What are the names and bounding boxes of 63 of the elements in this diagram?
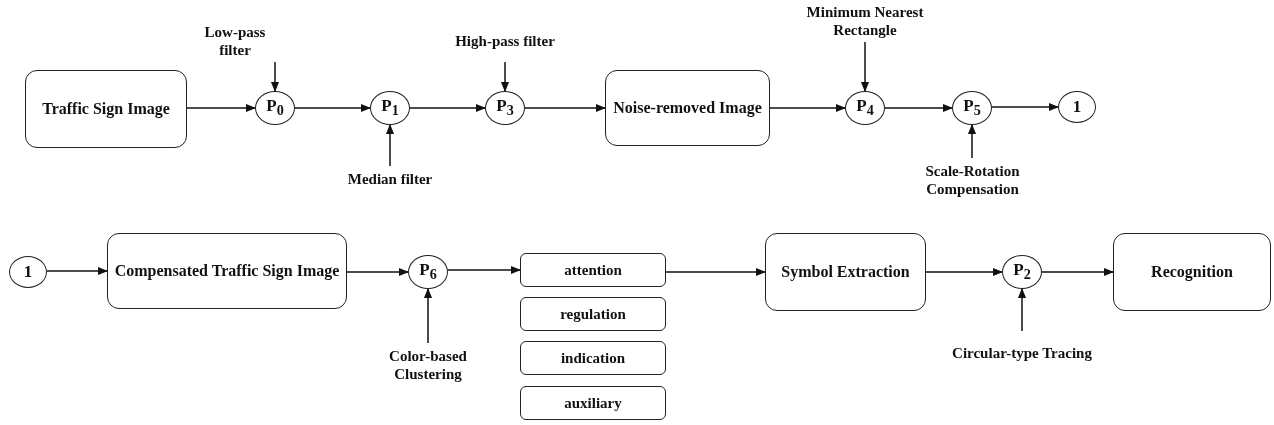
process-circle bbox=[370, 91, 410, 125]
arrow bbox=[270, 61, 280, 93]
process-circle bbox=[408, 255, 448, 289]
arrow bbox=[1017, 287, 1027, 332]
annotation-text: Low-pass filter bbox=[203, 23, 267, 59]
node-label: P$_{5}$ bbox=[963, 96, 981, 120]
arrow bbox=[385, 123, 395, 167]
node-label: P$_{1}$ bbox=[381, 96, 399, 120]
process-circle bbox=[255, 91, 295, 125]
category-box bbox=[520, 253, 666, 287]
arrow bbox=[884, 103, 954, 113]
category-box bbox=[520, 297, 666, 331]
process-circle bbox=[9, 256, 47, 288]
process-circle bbox=[845, 91, 885, 125]
annotation-text: High-pass filter bbox=[455, 32, 555, 50]
arrow bbox=[769, 103, 847, 113]
node-label: 1 bbox=[1072, 96, 1082, 118]
arrow bbox=[423, 287, 433, 344]
node-label: Recognition bbox=[1151, 262, 1233, 282]
node-label: P$_{3}$ bbox=[496, 96, 514, 120]
node-label: indication bbox=[560, 349, 626, 367]
node-label: P$_{4}$ bbox=[856, 96, 874, 120]
arrow bbox=[346, 267, 410, 277]
arrow bbox=[860, 41, 870, 93]
arrow bbox=[500, 61, 510, 93]
arrow bbox=[925, 267, 1004, 277]
node-label: P$_{6}$ bbox=[419, 260, 437, 284]
arrow bbox=[46, 266, 109, 276]
node-label: Traffic Sign Image bbox=[42, 99, 170, 119]
annotation-text: Color-based Clustering bbox=[388, 347, 468, 383]
node-label: P$_{0}$ bbox=[266, 96, 284, 120]
arrow bbox=[665, 267, 767, 277]
process-circle bbox=[1002, 255, 1042, 289]
process-box bbox=[25, 70, 187, 148]
arrow bbox=[409, 103, 487, 113]
arrow bbox=[294, 103, 372, 113]
node-label: regulation bbox=[560, 305, 626, 323]
process-box bbox=[605, 70, 770, 146]
process-circle bbox=[952, 91, 992, 125]
node-label: auxiliary bbox=[564, 394, 622, 412]
node-label: attention bbox=[564, 261, 622, 279]
arrow bbox=[186, 103, 257, 113]
node-label: P$_{2}$ bbox=[1013, 260, 1031, 284]
annotation-text: Minimum Nearest Rectangle bbox=[805, 3, 925, 39]
annotation-text: Scale-Rotation Compensation bbox=[924, 162, 1021, 198]
process-box bbox=[107, 233, 347, 309]
process-circle bbox=[1058, 91, 1096, 123]
arrow bbox=[524, 103, 607, 113]
node-label: Compensated Traffic Sign Image bbox=[114, 261, 340, 281]
node-label: Symbol Extraction bbox=[781, 262, 910, 282]
process-circle bbox=[485, 91, 525, 125]
arrow bbox=[1041, 267, 1115, 277]
category-box bbox=[520, 386, 666, 420]
category-box bbox=[520, 341, 666, 375]
node-label: 1 bbox=[23, 261, 33, 283]
arrow bbox=[991, 102, 1060, 112]
node-label: Noise-removed Image bbox=[613, 98, 762, 118]
annotation-text: Median filter bbox=[347, 170, 433, 188]
annotation-text: Circular-type Tracing bbox=[952, 344, 1092, 362]
process-box bbox=[1113, 233, 1271, 311]
process-box bbox=[765, 233, 926, 311]
arrow bbox=[967, 123, 977, 159]
arrow bbox=[447, 265, 522, 275]
